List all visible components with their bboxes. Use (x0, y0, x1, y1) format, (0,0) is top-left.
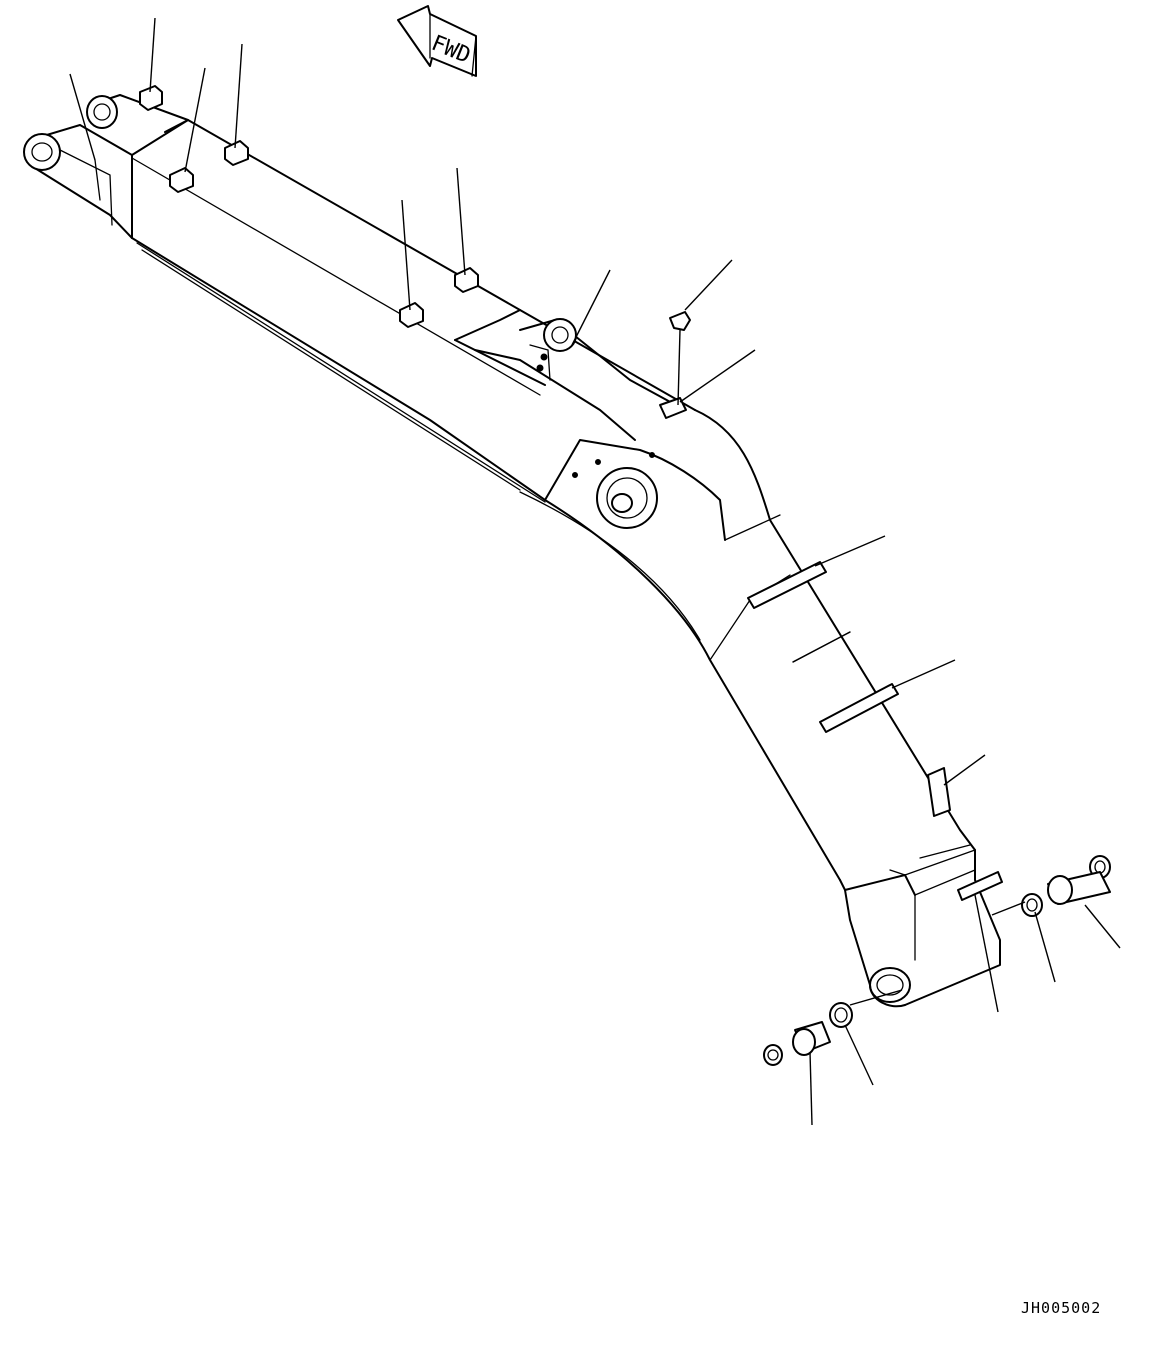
clamp-4 (454, 267, 479, 293)
foot-pin-boss (572, 452, 658, 529)
drawing-id-label: JH005002 (1021, 1299, 1102, 1317)
clamp-plate-4 (957, 871, 1003, 901)
clamp-5 (399, 302, 424, 328)
boom-head-end (23, 94, 189, 239)
clamp-1 (139, 85, 163, 111)
fwd-label: FWD (428, 31, 474, 69)
seal-left-outer (763, 1044, 783, 1066)
clamp-3 (224, 140, 249, 166)
leader-lines (69, 17, 1121, 1126)
cylinder-bracket (454, 309, 686, 441)
clamp-plate-2 (819, 683, 899, 733)
clamp-2 (169, 167, 194, 193)
grease-fitting (669, 311, 691, 331)
boom-body (131, 119, 1001, 1008)
clamp-plate-1 (747, 561, 827, 609)
clamp-plate-3 (927, 767, 951, 817)
spacer-left (829, 1002, 853, 1028)
fwd-arrow: FWD (397, 5, 477, 77)
hose-clamps-top (139, 85, 691, 419)
hose-clamp-plates (747, 561, 1003, 901)
spacer-right (1021, 893, 1043, 917)
foot-bushings (763, 855, 1111, 1066)
clamp-6 (659, 397, 687, 419)
